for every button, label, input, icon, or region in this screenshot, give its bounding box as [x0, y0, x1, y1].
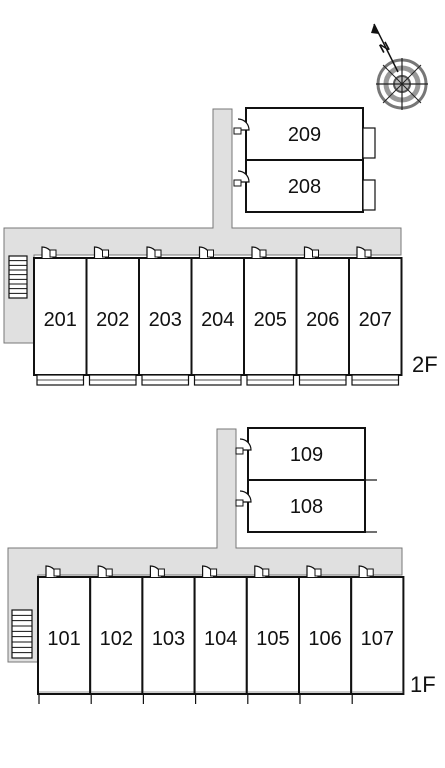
door-icon [237, 118, 250, 131]
north-label: N [377, 38, 392, 56]
room-209: 209 [233, 107, 376, 161]
door-frame [235, 447, 244, 455]
room-number: 107 [361, 628, 394, 650]
room-205: 205 [243, 246, 298, 386]
compass-rose-icon [371, 23, 428, 110]
corridor [7, 428, 403, 663]
door-frame [105, 568, 113, 577]
room-number: 203 [149, 309, 182, 331]
room-outline [37, 576, 92, 695]
room-outline [85, 257, 140, 376]
floor-2F: 209 208 201 202 203 204 205 206 207 2F [3, 107, 438, 386]
balcony [362, 179, 376, 211]
room-107: 107 [350, 565, 405, 704]
room-outline [247, 427, 366, 481]
room-number: 106 [308, 628, 341, 650]
door-frame [364, 249, 372, 258]
room-number: 204 [201, 309, 234, 331]
room-outline [89, 576, 144, 695]
room-outline [348, 257, 403, 376]
room-outline [245, 159, 364, 213]
room-105: 105 [245, 565, 301, 704]
room-206: 206 [295, 246, 350, 386]
door-frame [262, 568, 270, 577]
room-number: 207 [359, 309, 392, 331]
room-104: 104 [193, 565, 248, 704]
room-number: 102 [100, 628, 133, 650]
door-frame [210, 568, 218, 577]
room-number: 104 [204, 628, 237, 650]
room-number: 103 [152, 628, 185, 650]
corridor [3, 108, 402, 344]
room-106: 106 [298, 565, 353, 704]
room-number: 205 [254, 309, 287, 331]
door-frame [53, 568, 61, 577]
room-outline [298, 576, 353, 695]
room-number: 108 [290, 496, 323, 518]
room-number: 109 [290, 444, 323, 466]
room-103: 103 [141, 565, 196, 704]
room-108: 108 [235, 479, 377, 533]
door-icon [237, 170, 250, 183]
door-frame [49, 249, 57, 258]
door-frame [157, 568, 165, 577]
room-outline [247, 479, 366, 533]
room-102: 102 [89, 565, 144, 704]
floor-label: 1F [410, 672, 436, 697]
door-frame [233, 179, 242, 187]
room-number: 202 [96, 309, 129, 331]
stairs-icon [11, 609, 33, 659]
room-207: 207 [348, 246, 403, 386]
door-frame [207, 249, 214, 258]
room-202: 202 [85, 246, 140, 386]
room-outline [245, 107, 364, 161]
room-number: 101 [47, 628, 80, 650]
door-frame [233, 127, 242, 135]
room-203: 203 [138, 246, 193, 386]
door-frame [102, 249, 109, 258]
balcony [362, 127, 376, 159]
door-frame [154, 249, 162, 258]
door-icon [239, 490, 252, 503]
stairs-icon [8, 255, 28, 299]
room-number: 208 [288, 176, 321, 198]
room-201: 201 [33, 246, 88, 386]
door-frame [366, 568, 374, 577]
door-frame [259, 249, 267, 258]
compass: N [371, 23, 428, 110]
door-frame [314, 568, 322, 577]
door-frame [235, 499, 244, 507]
room-outline [243, 257, 298, 376]
room-101: 101 [37, 565, 92, 704]
door-frame [312, 249, 319, 258]
room-number: 105 [256, 628, 289, 650]
floor-1F: 109 108 101 102 103 104 105 106 107 1F [7, 427, 436, 704]
room-208: 208 [233, 159, 376, 213]
room-outline [350, 576, 405, 695]
door-icon [239, 438, 252, 451]
room-number: 206 [306, 309, 339, 331]
room-204: 204 [190, 246, 245, 386]
room-number: 201 [44, 309, 77, 331]
floor-label: 2F [412, 352, 438, 377]
room-109: 109 [235, 427, 377, 481]
room-number: 209 [288, 124, 321, 146]
